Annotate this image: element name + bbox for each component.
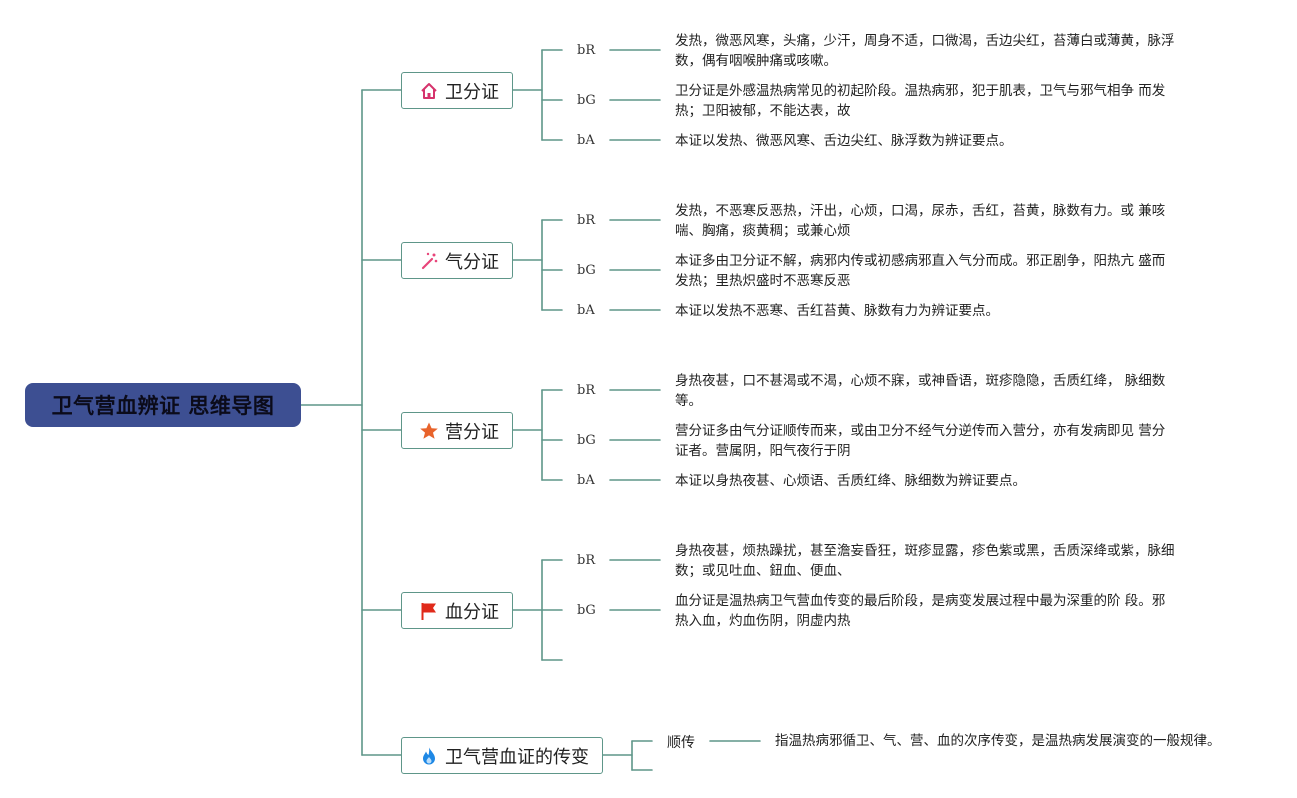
leaf-text: 发热，微恶风寒，头痛，少汗，周身不适，口微渴，舌边尖红，苔薄白或薄黄，脉浮数，偶… bbox=[675, 33, 1175, 69]
item-tag: bG bbox=[577, 93, 596, 108]
leaf-text: 卫分证是外感温热病常见的初起阶段。温热病邪，犯于肌表，卫气与邪气相争 而发热；卫… bbox=[675, 83, 1166, 119]
branch-node-transmission[interactable]: 卫气营血证的传变 bbox=[401, 737, 603, 774]
leaf-text: 营分证多由气分证顺传而来，或由卫分不经气分逆传而入营分，亦有发病即见 营分证者。… bbox=[675, 423, 1166, 459]
leaf-text: 发热，不恶寒反恶热，汗出，心烦，口渴，尿赤，舌红，苔黄，脉数有力。或 兼咳喘、胸… bbox=[675, 203, 1166, 239]
item-tag: bG bbox=[577, 263, 596, 278]
leaf-text: 本证以发热、微恶风寒、舌边尖红、脉浮数为辨证要点。 bbox=[675, 133, 1013, 149]
leaf-text: 血分证是温热病卫气营血传变的最后阶段，是病变发展过程中最为深重的阶 段。邪热入血… bbox=[675, 593, 1166, 629]
item-tag: bR bbox=[577, 43, 596, 58]
item-tag: bR bbox=[577, 383, 596, 398]
branch-label: 营分证 bbox=[445, 421, 499, 443]
leaf-text: 本证以发热不恶寒、舌红苔黄、脉数有力为辨证要点。 bbox=[675, 303, 999, 319]
branch-label: 血分证 bbox=[445, 601, 499, 623]
sparkle-wand-icon bbox=[418, 250, 440, 272]
leaf-text: 身热夜甚，口不甚渴或不渴，心烦不寐，或神昏语，斑疹隐隐，舌质红绛， 脉细数等。 bbox=[675, 373, 1166, 409]
item-tag: bA bbox=[577, 473, 595, 488]
branch-label: 气分证 bbox=[445, 251, 499, 273]
leaf-text: 本证多由卫分证不解，病邪内传或初感病邪直入气分而成。邪正剧争，阳热亢 盛而发热；… bbox=[675, 253, 1166, 289]
branch-node-qi[interactable]: 气分证 bbox=[401, 242, 513, 279]
item-tag: bG bbox=[577, 603, 596, 618]
house-icon bbox=[418, 80, 440, 102]
leaf-text: 身热夜甚，烦热躁扰，甚至澹妄昏狂，斑疹显露，疹色紫或黑，舌质深绛或紫，脉细数；或… bbox=[675, 543, 1175, 579]
branch-node-xue[interactable]: 血分证 bbox=[401, 592, 513, 629]
branch-node-ying[interactable]: 营分证 bbox=[401, 412, 513, 449]
flame-icon bbox=[418, 745, 440, 767]
item-tag: bR bbox=[577, 213, 596, 228]
root-title: 卫气营血辨证 思维导图 bbox=[51, 394, 275, 418]
flag-icon bbox=[418, 600, 440, 622]
star-icon bbox=[418, 420, 440, 442]
leaf-text: 指温热病邪循卫、气、营、血的次序传变，是温热病发展演变的一般规律。 bbox=[775, 733, 1221, 749]
item-tag: bG bbox=[577, 433, 596, 448]
item-tag: 顺传 bbox=[667, 735, 695, 751]
item-tag: bR bbox=[577, 553, 596, 568]
branch-node-wei[interactable]: 卫分证 bbox=[401, 72, 513, 109]
leaf-text: 本证以身热夜甚、心烦语、舌质红绛、脉细数为辨证要点。 bbox=[675, 473, 1026, 489]
branch-label: 卫分证 bbox=[445, 81, 499, 103]
root-node[interactable]: 卫气营血辨证 思维导图 bbox=[25, 383, 301, 427]
branch-label: 卫气营血证的传变 bbox=[445, 746, 589, 768]
item-tag: bA bbox=[577, 303, 595, 318]
item-tag: bA bbox=[577, 133, 595, 148]
